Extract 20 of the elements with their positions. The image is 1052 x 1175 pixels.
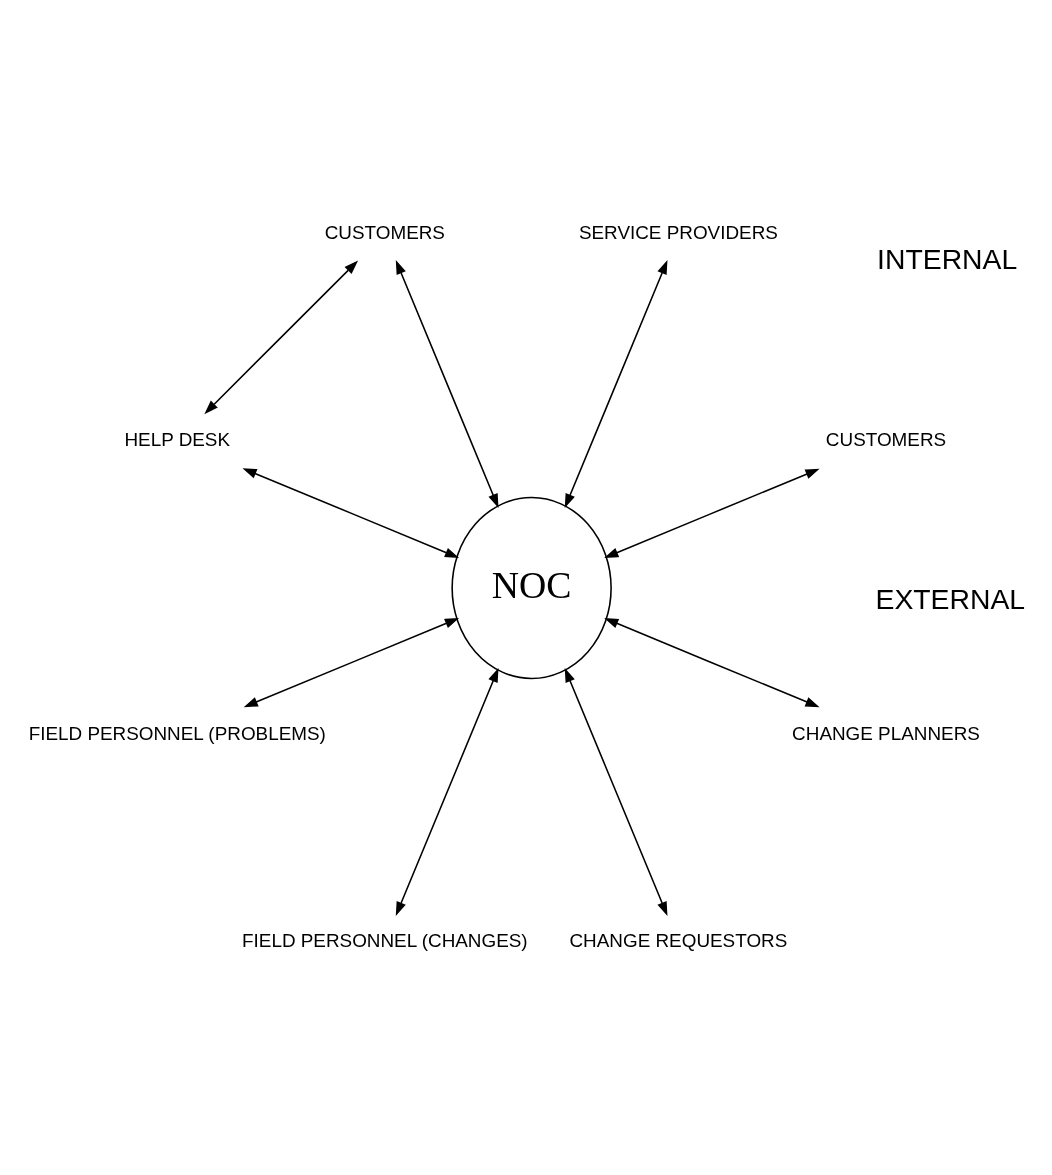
node-text: CHANGE PLANNERS [792, 722, 980, 744]
label: INTERNAL [877, 242, 1018, 275]
node-text: CUSTOMERS [324, 221, 445, 243]
node-text: FIELD PERSONNEL (PROBLEMS) [28, 722, 326, 744]
node-text: FIELD PERSONNEL (CHANGES) [242, 929, 528, 951]
arrow [204, 259, 359, 414]
arrow [395, 259, 499, 508]
label: EXTERNAL [875, 582, 1026, 615]
arrow [242, 467, 460, 558]
arrow [604, 468, 820, 558]
arrow [395, 667, 499, 916]
arrow [604, 617, 820, 707]
node-text: CHANGE REQUESTORS [569, 929, 788, 951]
node-text: SERVICE PROVIDERS [578, 221, 778, 243]
arrow [243, 617, 460, 707]
arrow [564, 259, 668, 508]
node-text: HELP DESK [124, 428, 231, 450]
node-ellipse: NOC [451, 496, 612, 679]
arrow [564, 667, 668, 916]
node-text: CUSTOMERS [825, 428, 947, 450]
